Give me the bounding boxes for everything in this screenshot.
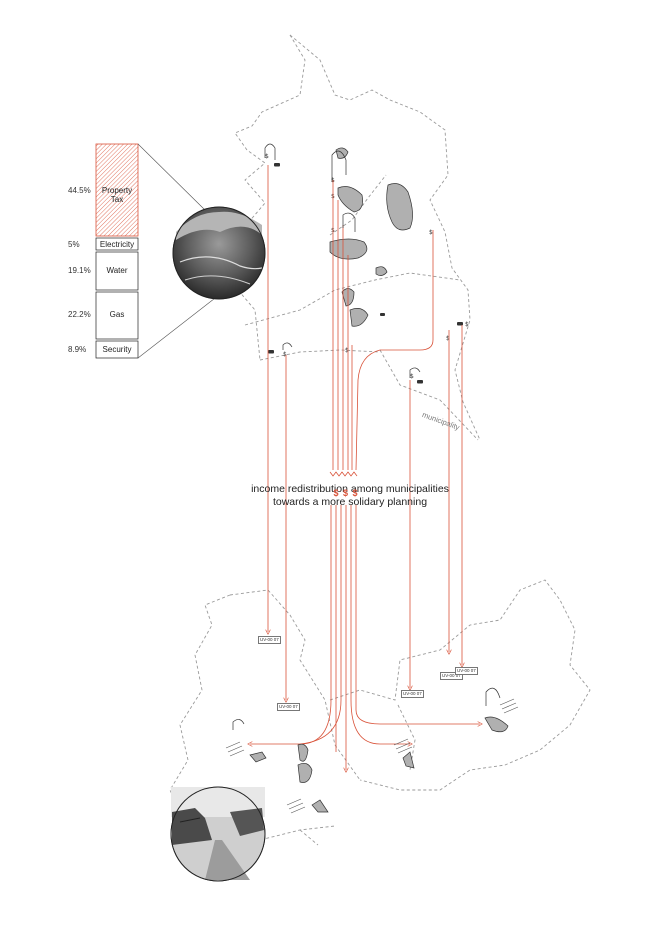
upper-buildings	[329, 147, 413, 327]
caption-line-2: towards a more solidary planning	[272, 496, 428, 508]
svg-text:$: $	[265, 153, 269, 160]
water-label: Water	[106, 266, 128, 275]
property-tax-percent: 44.5%	[68, 186, 91, 195]
svg-text:$: $	[410, 373, 414, 380]
electricity-cell	[95, 237, 139, 251]
property-tax-cell	[95, 143, 139, 237]
hook-loops	[232, 143, 501, 730]
tax-breakdown-table	[95, 143, 139, 359]
gas-percent: 22.2%	[68, 310, 91, 319]
flow-lines	[250, 165, 480, 770]
lower-blocks	[225, 698, 519, 814]
svg-text:$: $	[429, 229, 433, 236]
gas-label: Gas	[109, 310, 125, 319]
electricity-percent: 5%	[68, 240, 80, 249]
lot-tag: UV-00 07	[440, 672, 463, 680]
security-label: Security	[102, 345, 132, 354]
property-tax-label: Property Tax	[101, 186, 133, 204]
lot-tag: UV-00 07	[401, 690, 424, 698]
svg-text:$: $	[283, 351, 287, 358]
caption-accent: $ $ $	[333, 488, 359, 498]
security-cell	[95, 340, 139, 359]
security-percent: 8.9%	[68, 345, 87, 354]
electricity-label: Electricity	[99, 240, 135, 249]
gas-cell	[95, 291, 139, 340]
svg-text:$: $	[345, 347, 349, 354]
zigzag-marker	[329, 471, 358, 477]
dollar-icons: $ $ $ $ $ $ $ $ $ $	[265, 153, 469, 380]
svg-text:$: $	[465, 321, 469, 328]
caption-line-1: income redistribution among municipaliti…	[251, 483, 449, 495]
lot-tag: UV-00 07	[258, 636, 281, 644]
car-icons-upper	[268, 163, 463, 384]
funnel-line-bottom	[137, 287, 229, 359]
funnel-line-top	[137, 143, 206, 211]
lot-tag: UV-00 07	[277, 703, 300, 711]
water-percent: 19.1%	[68, 266, 91, 275]
lower-buildings	[249, 716, 509, 813]
street-photo	[170, 786, 266, 882]
lot-tag: UV-00 07	[455, 667, 478, 675]
water-cell	[95, 251, 139, 291]
aerial-photo	[172, 206, 266, 300]
svg-text:$: $	[446, 335, 450, 342]
